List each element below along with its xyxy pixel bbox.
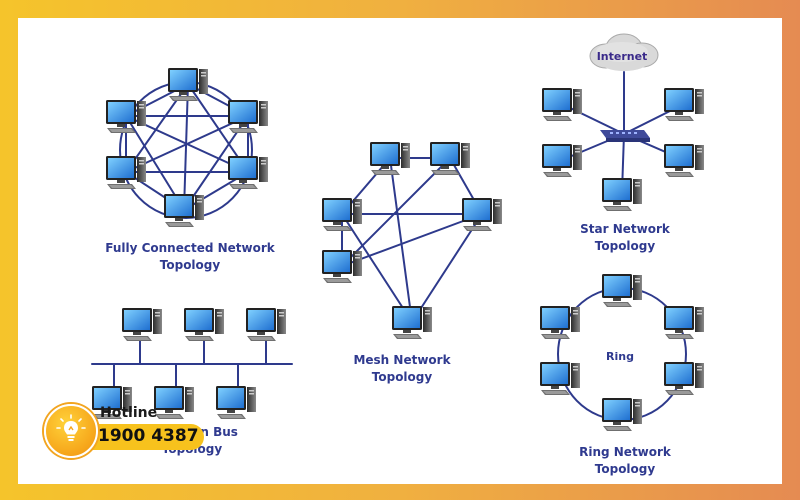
network-switch-icon — [600, 130, 650, 142]
ring-label-sub: Topology — [595, 462, 656, 476]
computer-icon — [664, 88, 704, 121]
mesh-label-sub: Topology — [372, 370, 433, 384]
computer-icon — [602, 398, 642, 431]
ring-center-label: Ring — [606, 350, 634, 363]
bus-drops — [113, 337, 267, 391]
computer-icon — [322, 198, 362, 231]
computer-icon — [106, 100, 146, 133]
hotline-title: Hotline — [100, 405, 158, 421]
hotline-number[interactable]: 1900 4387 — [98, 426, 199, 446]
fully-connected-label-sub: Topology — [160, 258, 221, 272]
computer-icon — [664, 144, 704, 177]
computer-icon — [430, 142, 470, 175]
computer-icon — [542, 88, 582, 121]
computer-icon — [106, 156, 146, 189]
hotline-badge[interactable]: Hotline 1900 4387 — [44, 404, 204, 458]
hotline-pill — [80, 424, 204, 450]
mesh-topology: Mesh Network Topology — [322, 142, 502, 384]
computer-icon — [322, 250, 362, 283]
mesh-links — [341, 157, 483, 323]
internet-cloud-icon — [589, 33, 659, 71]
star-label-sub: Topology — [595, 239, 656, 253]
computer-icon — [164, 194, 204, 227]
fully-connected-label: Fully Connected Network — [105, 241, 276, 255]
computer-icon — [462, 198, 502, 231]
internet-label: Internet — [597, 50, 648, 63]
computer-icon — [540, 306, 580, 339]
computer-icon — [540, 362, 580, 395]
ring-topology: Ring Ring Network Topology — [540, 274, 704, 476]
computer-icon — [542, 144, 582, 177]
computer-icon — [184, 308, 224, 341]
ring-label: Ring Network — [579, 445, 672, 459]
mesh-label: Mesh Network — [353, 353, 451, 367]
fully-connected-topology: Fully Connected Network Topology — [105, 68, 276, 272]
computer-icon — [168, 68, 208, 101]
computer-icon — [228, 156, 268, 189]
computer-icon — [664, 362, 704, 395]
star-topology: Internet Star Network Topology — [542, 33, 704, 253]
computer-icon — [228, 100, 268, 133]
computer-icon — [602, 178, 642, 211]
computer-icon — [122, 308, 162, 341]
star-label: Star Network — [580, 222, 671, 236]
computer-icon — [602, 274, 642, 307]
computer-icon — [370, 142, 410, 175]
hotline-circle — [44, 404, 98, 458]
computer-icon — [664, 306, 704, 339]
computer-icon — [392, 306, 432, 339]
light-bulb-icon — [56, 414, 86, 441]
computer-icon — [246, 308, 286, 341]
computer-icon — [216, 386, 256, 419]
